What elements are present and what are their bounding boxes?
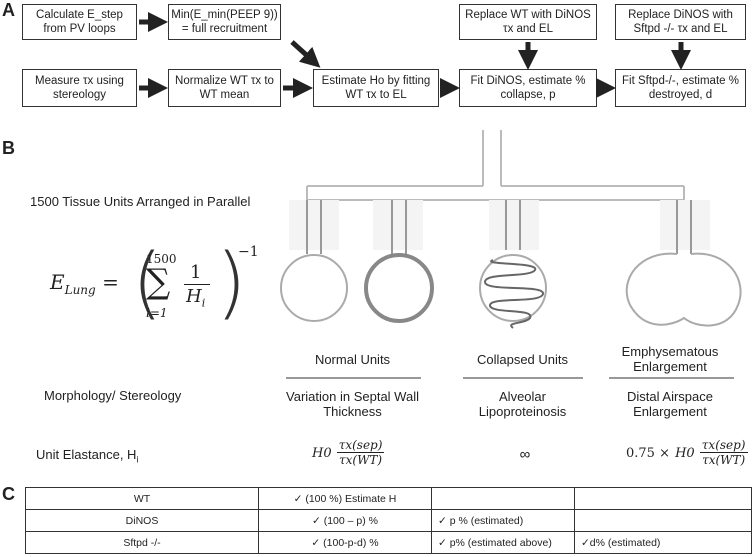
calc-estep-text: Calculate E_step from PV loops xyxy=(36,8,123,35)
alveoli-tree-diagram xyxy=(280,130,742,329)
estimate-ho-text: Estimate Ho by fitting WT τx to EL xyxy=(321,74,431,101)
table-row: WT ✓ (100 %) Estimate H xyxy=(25,487,752,510)
parallel-label: 1500 Tissue Units Arranged in Parallel xyxy=(30,194,251,209)
normal-elastance: H0 τx(sep)τx(WT) xyxy=(312,438,385,467)
table-row: DiNOS ✓ (100 – p) % ✓ p % (estimated) xyxy=(25,509,752,532)
min-emin-box: Min(E_min(PEEP 9)) = full recruitment xyxy=(168,4,281,40)
normal-units-title: Normal Units xyxy=(314,352,391,367)
collapsed-morph: Alveolar Lipoproteinosis xyxy=(478,389,567,419)
separator-collapsed xyxy=(463,377,583,379)
left-paren: ( xyxy=(132,238,163,328)
emphysema-cell: ✓d% (estimated) xyxy=(574,531,752,554)
sum-upper: 1500 xyxy=(146,252,177,266)
sigma-icon: ∑ xyxy=(146,262,171,302)
collapsed-units-title: Collapsed Units xyxy=(476,352,569,367)
measure-tau-box: Measure τx using stereology xyxy=(22,69,137,107)
replace-wt-text: Replace WT with DiNOS τx and EL xyxy=(465,8,591,35)
emphysema-cell xyxy=(574,487,752,510)
estimate-ho-box: Estimate Ho by fitting WT τx to EL xyxy=(313,69,439,107)
normal-cell: ✓ (100 %) Estimate H xyxy=(258,487,432,510)
normalize-text: Normalize WT τx to WT mean xyxy=(175,74,274,101)
emph-elastance-num: τx(sep) xyxy=(699,438,748,453)
emphysema-title: Emphysematous Enlargement xyxy=(621,344,719,374)
exponent: −1 xyxy=(238,244,259,260)
stem-emphysema xyxy=(676,200,692,254)
collapsed-cell: ✓ p% (estimated above) xyxy=(431,531,575,554)
formula-lhs: ELung = xyxy=(50,270,119,297)
replace-dinos-text: Replace DiNOS with Sftpd -/- τx and EL xyxy=(628,8,733,35)
panel-a-label: A xyxy=(2,0,15,20)
emphysema-cell xyxy=(574,509,752,532)
emphysema-elastance: 0.75 × H0 τx(sep)τx(WT) xyxy=(626,438,748,467)
emphysema-unit-icon xyxy=(625,252,742,327)
emphysema-morph: Distal Airspace Enlargement xyxy=(627,389,713,419)
normal-morph: Variation in Septal Wall Thickness xyxy=(286,389,419,419)
trunk xyxy=(482,130,502,186)
calc-estep-box: Calculate E_step from PV loops xyxy=(22,4,137,40)
fit-sftpd-text: Fit Sftpd-/-, estimate % destroyed, d xyxy=(622,74,739,101)
frac-line xyxy=(184,284,210,285)
normal-cell: ✓ (100 – p) % xyxy=(258,509,432,532)
sum-lower: i=1 xyxy=(146,306,168,320)
panel-c-label: C xyxy=(2,484,15,504)
emph-elastance-den: τx(WT) xyxy=(702,453,746,467)
morphology-row-label: Morphology/ Stereology xyxy=(44,388,182,403)
collapsed-unit-icon xyxy=(479,254,547,322)
normal-elastance-num: τx(sep) xyxy=(336,438,385,453)
normal-unit-thin-icon xyxy=(280,254,348,322)
population-table: WT ✓ (100 %) Estimate H DiNOS ✓ (100 – p… xyxy=(25,487,752,554)
flow-arrows xyxy=(139,12,691,98)
collapsed-cell: ✓ p % (estimated) xyxy=(431,509,575,532)
replace-dinos-box: Replace DiNOS with Sftpd -/- τx and EL xyxy=(615,4,746,40)
measure-tau-text: Measure τx using stereology xyxy=(35,74,124,101)
frac-num: 1 xyxy=(190,262,202,283)
normal-cell: ✓ (100-p-d) % xyxy=(258,531,432,554)
fit-sftpd-box: Fit Sftpd-/-, estimate % destroyed, d xyxy=(615,69,746,107)
panel-b-label: B xyxy=(2,138,15,158)
collapsed-squiggle xyxy=(483,259,545,329)
elastance-row-label: Unit Elastance, Hi xyxy=(36,447,139,465)
collapsed-elastance: ∞ xyxy=(519,446,531,463)
separator-emphysema xyxy=(609,377,734,379)
row-name: Sftpd -/- xyxy=(25,531,259,554)
normalize-box: Normalize WT τx to WT mean xyxy=(168,69,281,107)
collapsed-cell xyxy=(431,487,575,510)
min-emin-text: Min(E_min(PEEP 9)) = full recruitment xyxy=(171,8,278,35)
replace-wt-box: Replace WT with DiNOS τx and EL xyxy=(459,4,597,40)
row-name: DiNOS xyxy=(25,509,259,532)
arrow-min-to-estimate xyxy=(290,40,321,68)
stem-normal-2 xyxy=(391,200,407,254)
fit-dinos-text: Fit DiNOS, estimate % collapse, p xyxy=(470,74,586,101)
normal-elastance-den: τx(WT) xyxy=(339,453,383,467)
separator-normal xyxy=(286,377,421,379)
frac-den: Hi xyxy=(186,286,206,310)
right-paren: ) xyxy=(216,238,247,328)
branch-horizontal xyxy=(306,185,685,201)
normal-unit-thick-icon xyxy=(364,253,434,323)
stem-normal-1 xyxy=(306,200,322,254)
elung-formula: ELung = ( 1500 ∑ i=1 1 Hi ) −1 xyxy=(50,238,290,328)
stem-collapsed xyxy=(505,200,521,250)
row-name: WT xyxy=(25,487,259,510)
table-row: Sftpd -/- ✓ (100-p-d) % ✓ p% (estimated … xyxy=(25,531,752,554)
